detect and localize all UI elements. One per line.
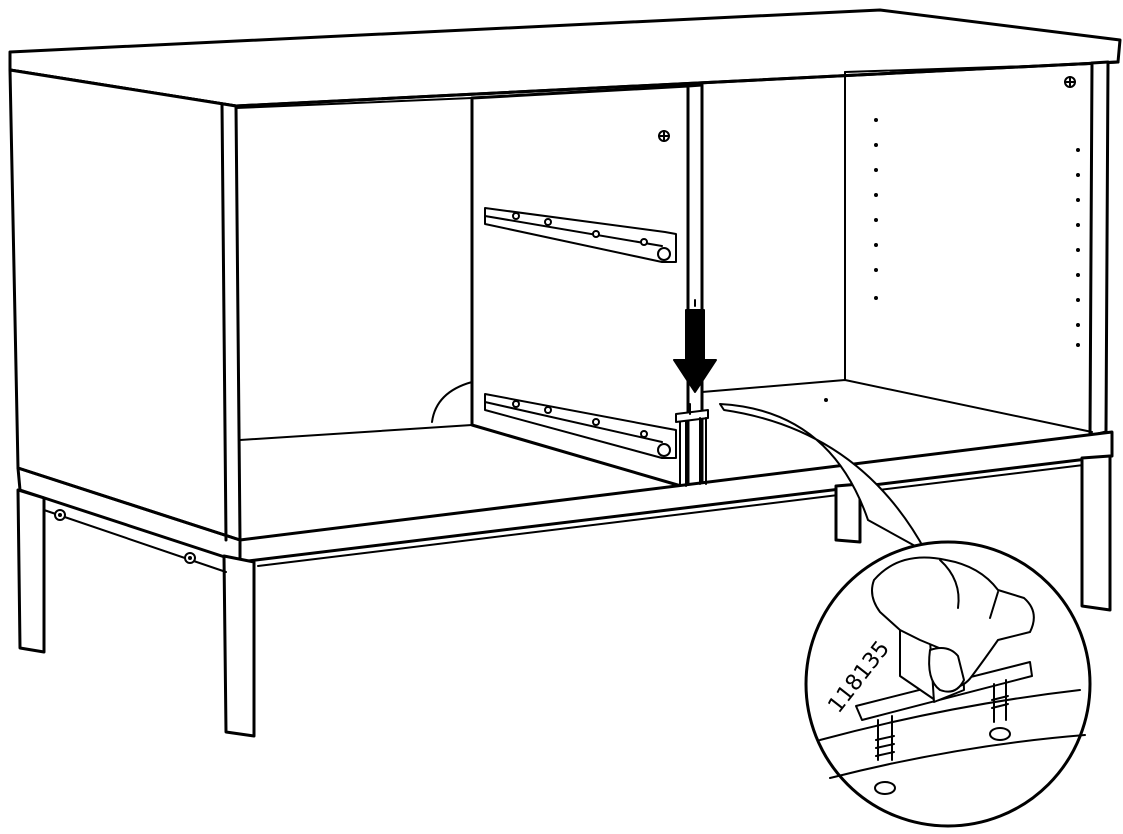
- screw-icon-divider: [658, 130, 670, 142]
- hinge-arc: [431, 381, 473, 423]
- back-panel: [235, 97, 473, 441]
- drawer-rail-lower: [484, 393, 677, 459]
- drawer-stop-part: [675, 403, 709, 487]
- arrow-down-icon: [673, 309, 717, 393]
- legs: [16, 454, 1112, 738]
- detail-callout: 118135: [804, 540, 1092, 828]
- left-side-panel: [8, 68, 242, 542]
- hand-icon: [871, 556, 1035, 693]
- shelf-pin-holes-right: [1076, 148, 1080, 347]
- drawer-rail-upper: [484, 207, 677, 263]
- shelf-pin-holes-mid: [874, 118, 878, 300]
- bottom-panel: [16, 379, 1114, 567]
- right-side-panel: [844, 60, 1110, 438]
- screw-icon-leg-left: [54, 509, 66, 521]
- screw-icon-right: [1064, 76, 1076, 88]
- screw-icon-leg-front: [184, 552, 196, 564]
